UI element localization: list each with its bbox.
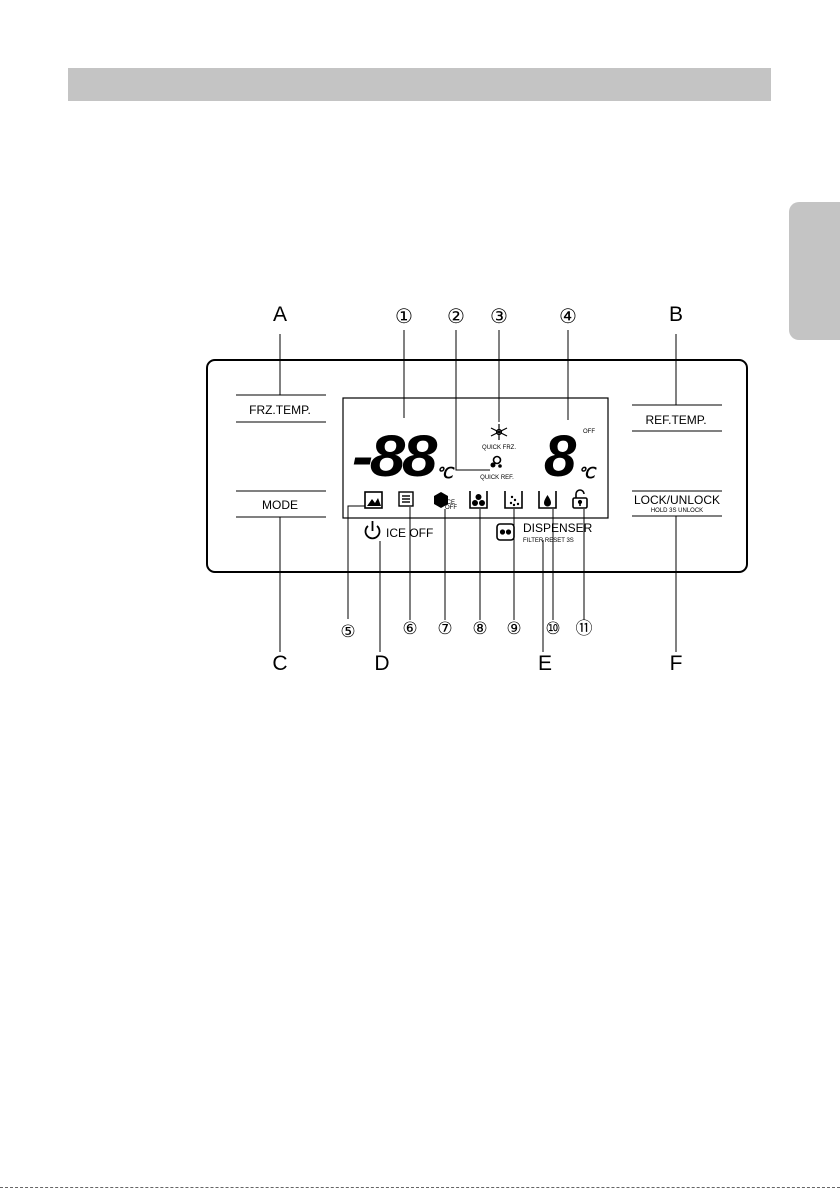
snowflake-icon <box>491 424 507 440</box>
freezer-temp-digits: -88 <box>352 424 438 489</box>
filter-reset-label: FILTER RESET 3S <box>523 538 574 544</box>
water-drop-icon <box>539 491 556 508</box>
control-panel <box>207 360 747 572</box>
power-icon <box>366 521 380 538</box>
fridge-temp-unit: ℃ <box>578 465 597 482</box>
callout-8: ⑧ <box>472 619 487 639</box>
mode-label: MODE <box>262 498 298 512</box>
callout-1: ① <box>395 304 413 328</box>
freezer-temp-unit: ℃ <box>436 465 455 482</box>
callout-d: D <box>374 652 389 675</box>
dispenser-label: DISPENSER <box>523 521 593 535</box>
page-bottom-rule <box>0 1187 840 1188</box>
frz-temp-button[interactable]: FRZ.TEMP. <box>236 395 326 422</box>
fridge-temp-digit: 8 <box>544 424 577 489</box>
callout-a: A <box>273 303 287 326</box>
quick-ref-label: QUICK REF. <box>480 475 514 481</box>
callout-5: ⑤ <box>340 622 355 642</box>
ice-icon-text-2: OFF <box>445 505 457 511</box>
callout-c: C <box>272 652 287 675</box>
callout-3: ③ <box>490 304 508 328</box>
quick-frz-label: QUICK FRZ. <box>482 445 516 451</box>
callout-9: ⑨ <box>506 619 521 639</box>
mode-button[interactable]: MODE <box>236 491 326 517</box>
fridge-off-label: OFF <box>583 429 595 435</box>
callout-4: ④ <box>559 304 577 328</box>
ice-cube-off-icon: ICE OFF <box>434 492 457 511</box>
ref-temp-label: REF.TEMP. <box>645 413 706 427</box>
callout-2: ② <box>447 304 465 328</box>
hold-unlock-label: HOLD 3S UNLOCK <box>651 508 703 514</box>
callout-7: ⑦ <box>437 619 452 639</box>
ice-cubes-icon <box>470 491 487 508</box>
unlock-icon <box>573 490 587 508</box>
callout-6: ⑥ <box>402 619 417 639</box>
picture-icon <box>365 492 382 508</box>
callout-e: E <box>538 652 552 675</box>
crushed-ice-icon <box>505 491 522 508</box>
callout-f: F <box>670 652 683 675</box>
quick-ref-icon <box>491 457 502 468</box>
callout-b: B <box>669 303 683 326</box>
callout-10: ⑩ <box>545 619 560 639</box>
frz-temp-label: FRZ.TEMP. <box>249 403 311 417</box>
dispenser-icon <box>497 524 514 540</box>
list-icon <box>399 492 413 506</box>
lock-unlock-label: LOCK/UNLOCK <box>634 493 720 507</box>
callout-11: ⑪ <box>576 619 593 639</box>
leader-lines <box>280 330 676 652</box>
ref-temp-button[interactable]: REF.TEMP. <box>632 405 722 431</box>
lock-unlock-button[interactable]: LOCK/UNLOCK HOLD 3S UNLOCK <box>632 491 722 516</box>
